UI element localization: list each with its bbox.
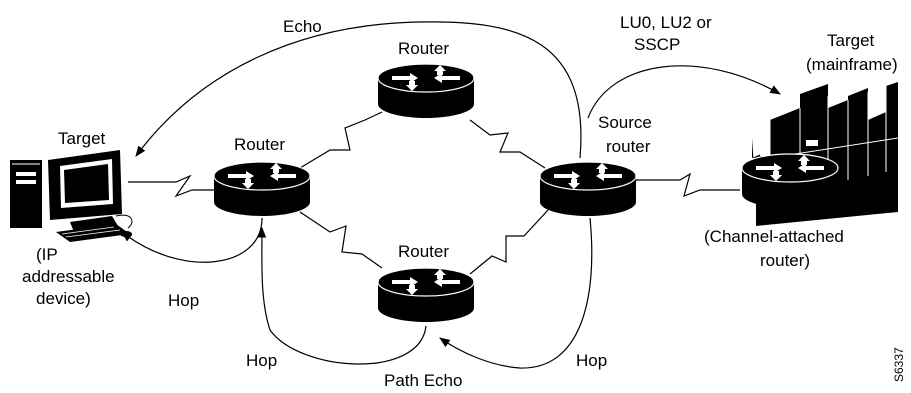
router-left-icon — [213, 161, 311, 217]
channel-attached-line2: router) — [760, 251, 810, 270]
channel-attached-router-icon — [741, 153, 839, 209]
router-top-label: Router — [398, 39, 449, 58]
target-pc-label: Target — [58, 129, 106, 148]
router-bottom-icon — [377, 267, 475, 323]
serial-links — [128, 111, 740, 275]
hop-bottom-left-label: Hop — [246, 351, 277, 370]
hop-bottom-right-label: Hop — [576, 351, 607, 370]
echo-label: Echo — [283, 17, 322, 36]
workstation-icon — [10, 150, 133, 242]
ip-label-line3: device) — [36, 289, 91, 308]
router-bottom-label: Router — [398, 242, 449, 261]
router-left-label: Router — [234, 135, 285, 154]
figure-id-label: S6337 — [892, 347, 906, 382]
router-top-icon — [377, 63, 475, 119]
ip-label-line1: (IP — [36, 245, 58, 264]
lu-label-line1: LU0, LU2 or — [620, 13, 712, 32]
target-mainframe-line2: (mainframe) — [806, 55, 898, 74]
ip-label-line2: addressable — [22, 267, 115, 286]
echo-paths — [121, 21, 781, 369]
source-router-line2: router — [606, 137, 651, 156]
lu-label-line2: SSCP — [634, 35, 680, 54]
source-router-icon — [539, 161, 637, 217]
source-router-line1: Source — [598, 113, 652, 132]
hop-left-label: Hop — [168, 291, 199, 310]
path-echo-label: Path Echo — [384, 371, 462, 388]
channel-attached-line1: (Channel-attached — [704, 227, 844, 246]
target-mainframe-line1: Target — [827, 31, 875, 50]
